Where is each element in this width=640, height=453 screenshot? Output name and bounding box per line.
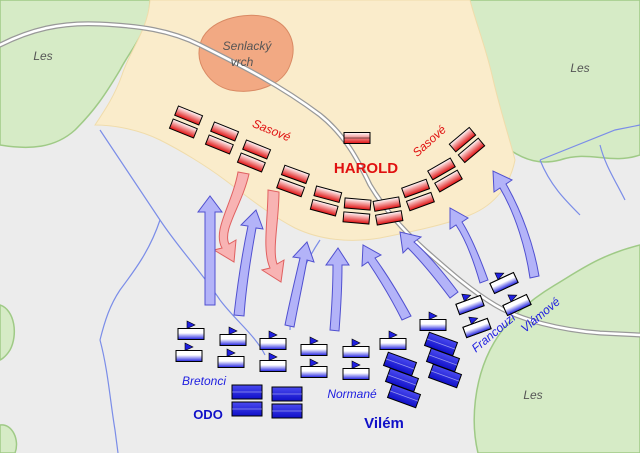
attack-arrow-5 bbox=[361, 244, 412, 321]
harold-label: HAROLD bbox=[334, 160, 398, 177]
hill-label-line2: vrch bbox=[231, 55, 254, 69]
harold-unit-icon bbox=[343, 132, 371, 144]
norman-cavalry-icon bbox=[271, 403, 303, 419]
attack-arrow-8 bbox=[492, 170, 540, 279]
norman-cavalry-icon bbox=[271, 386, 303, 402]
attack-arrow-3 bbox=[284, 241, 315, 328]
forest-label-top-left: Les bbox=[33, 49, 52, 63]
retreat-arrows bbox=[212, 171, 285, 283]
attack-arrows bbox=[197, 170, 540, 332]
norman-cavalry-icon bbox=[231, 401, 263, 417]
attack-arrow-7 bbox=[449, 207, 489, 284]
forest-label-top-right: Les bbox=[570, 61, 589, 75]
retreat-arrow-1 bbox=[212, 171, 250, 263]
forest-left-edge bbox=[0, 304, 16, 361]
william-label: Vilém bbox=[364, 415, 404, 432]
retreat-arrow-2 bbox=[260, 189, 285, 283]
forest-bottom-right bbox=[473, 244, 640, 453]
senlac-hill bbox=[198, 14, 294, 92]
norman-cavalry-icon bbox=[231, 384, 263, 400]
attack-arrow-4 bbox=[325, 247, 350, 332]
normans-label: Normané bbox=[327, 387, 377, 401]
attack-arrow-2 bbox=[233, 209, 264, 317]
attack-arrow-6 bbox=[399, 231, 459, 299]
attack-arrow-1 bbox=[197, 195, 223, 306]
bretons-label: Bretonci bbox=[182, 374, 226, 388]
odo-label: ODO bbox=[193, 407, 223, 422]
hill-label-line1: Senlacký bbox=[223, 39, 273, 53]
forest-label-bottom-right: Les bbox=[523, 388, 542, 402]
forest-bottom-left bbox=[0, 424, 18, 453]
